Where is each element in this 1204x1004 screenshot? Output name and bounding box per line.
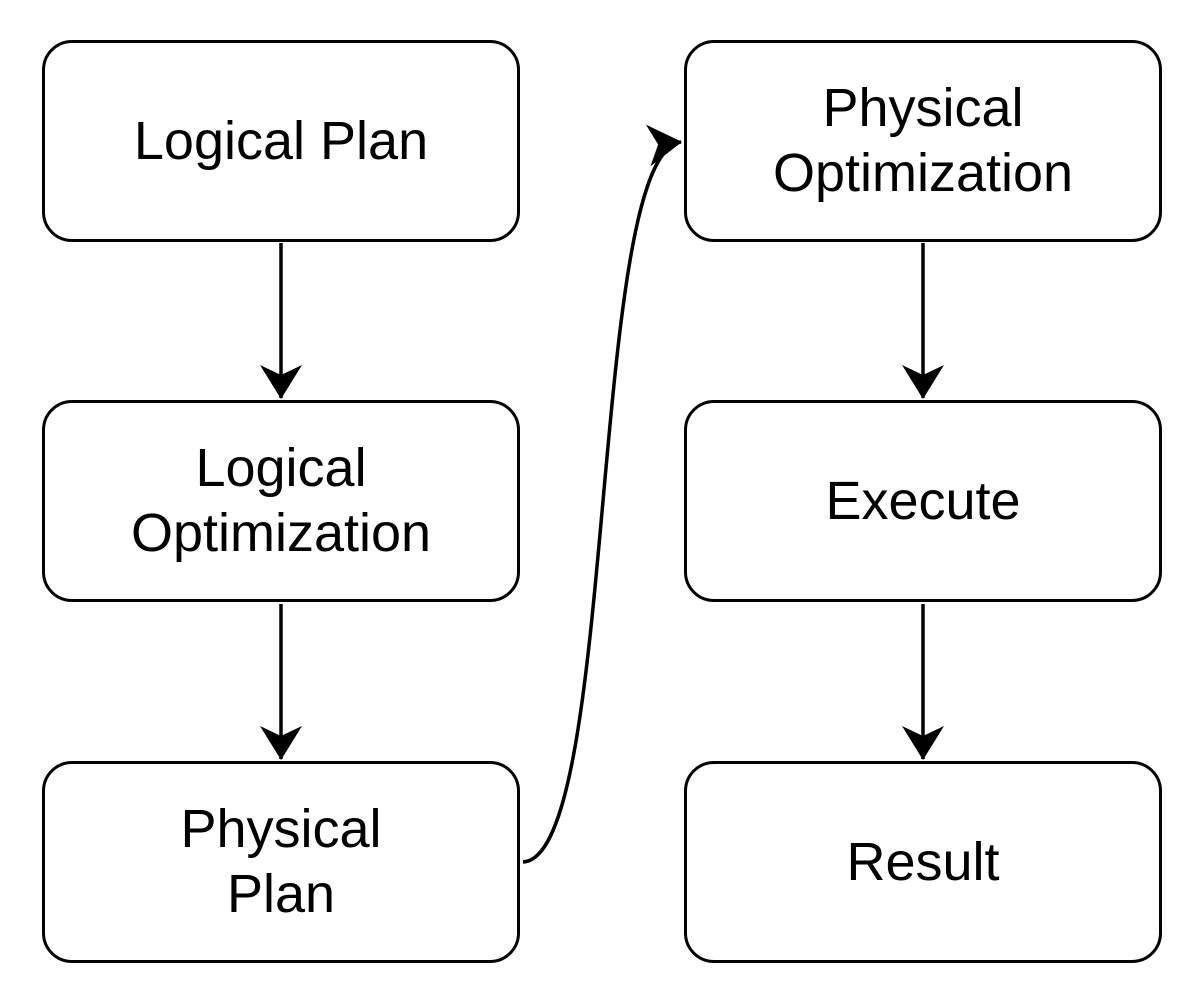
node-logical-plan: Logical Plan [42, 40, 520, 242]
node-physical-optimization: Physical Optimization [684, 40, 1162, 242]
node-label-line: Plan [226, 864, 336, 924]
node-logical-optimization: Logical Optimization [42, 400, 520, 602]
node-label-line: Optimization [130, 503, 432, 563]
node-label-line: Physical [822, 78, 1024, 139]
node-label-line: Result [846, 831, 1000, 892]
node-physical-plan: Physical Plan [42, 761, 520, 963]
node-label-line: Optimization [772, 143, 1074, 203]
edge-physical-plan-to-physical-optimization-arrow [522, 124, 682, 864]
node-label-line: Logical [195, 438, 367, 499]
node-execute: Execute [684, 400, 1162, 602]
node-result: Result [684, 761, 1162, 963]
node-label-line: Physical [180, 799, 382, 860]
node-label-line: Logical Plan [133, 110, 429, 171]
node-label-line: Execute [825, 470, 1021, 531]
